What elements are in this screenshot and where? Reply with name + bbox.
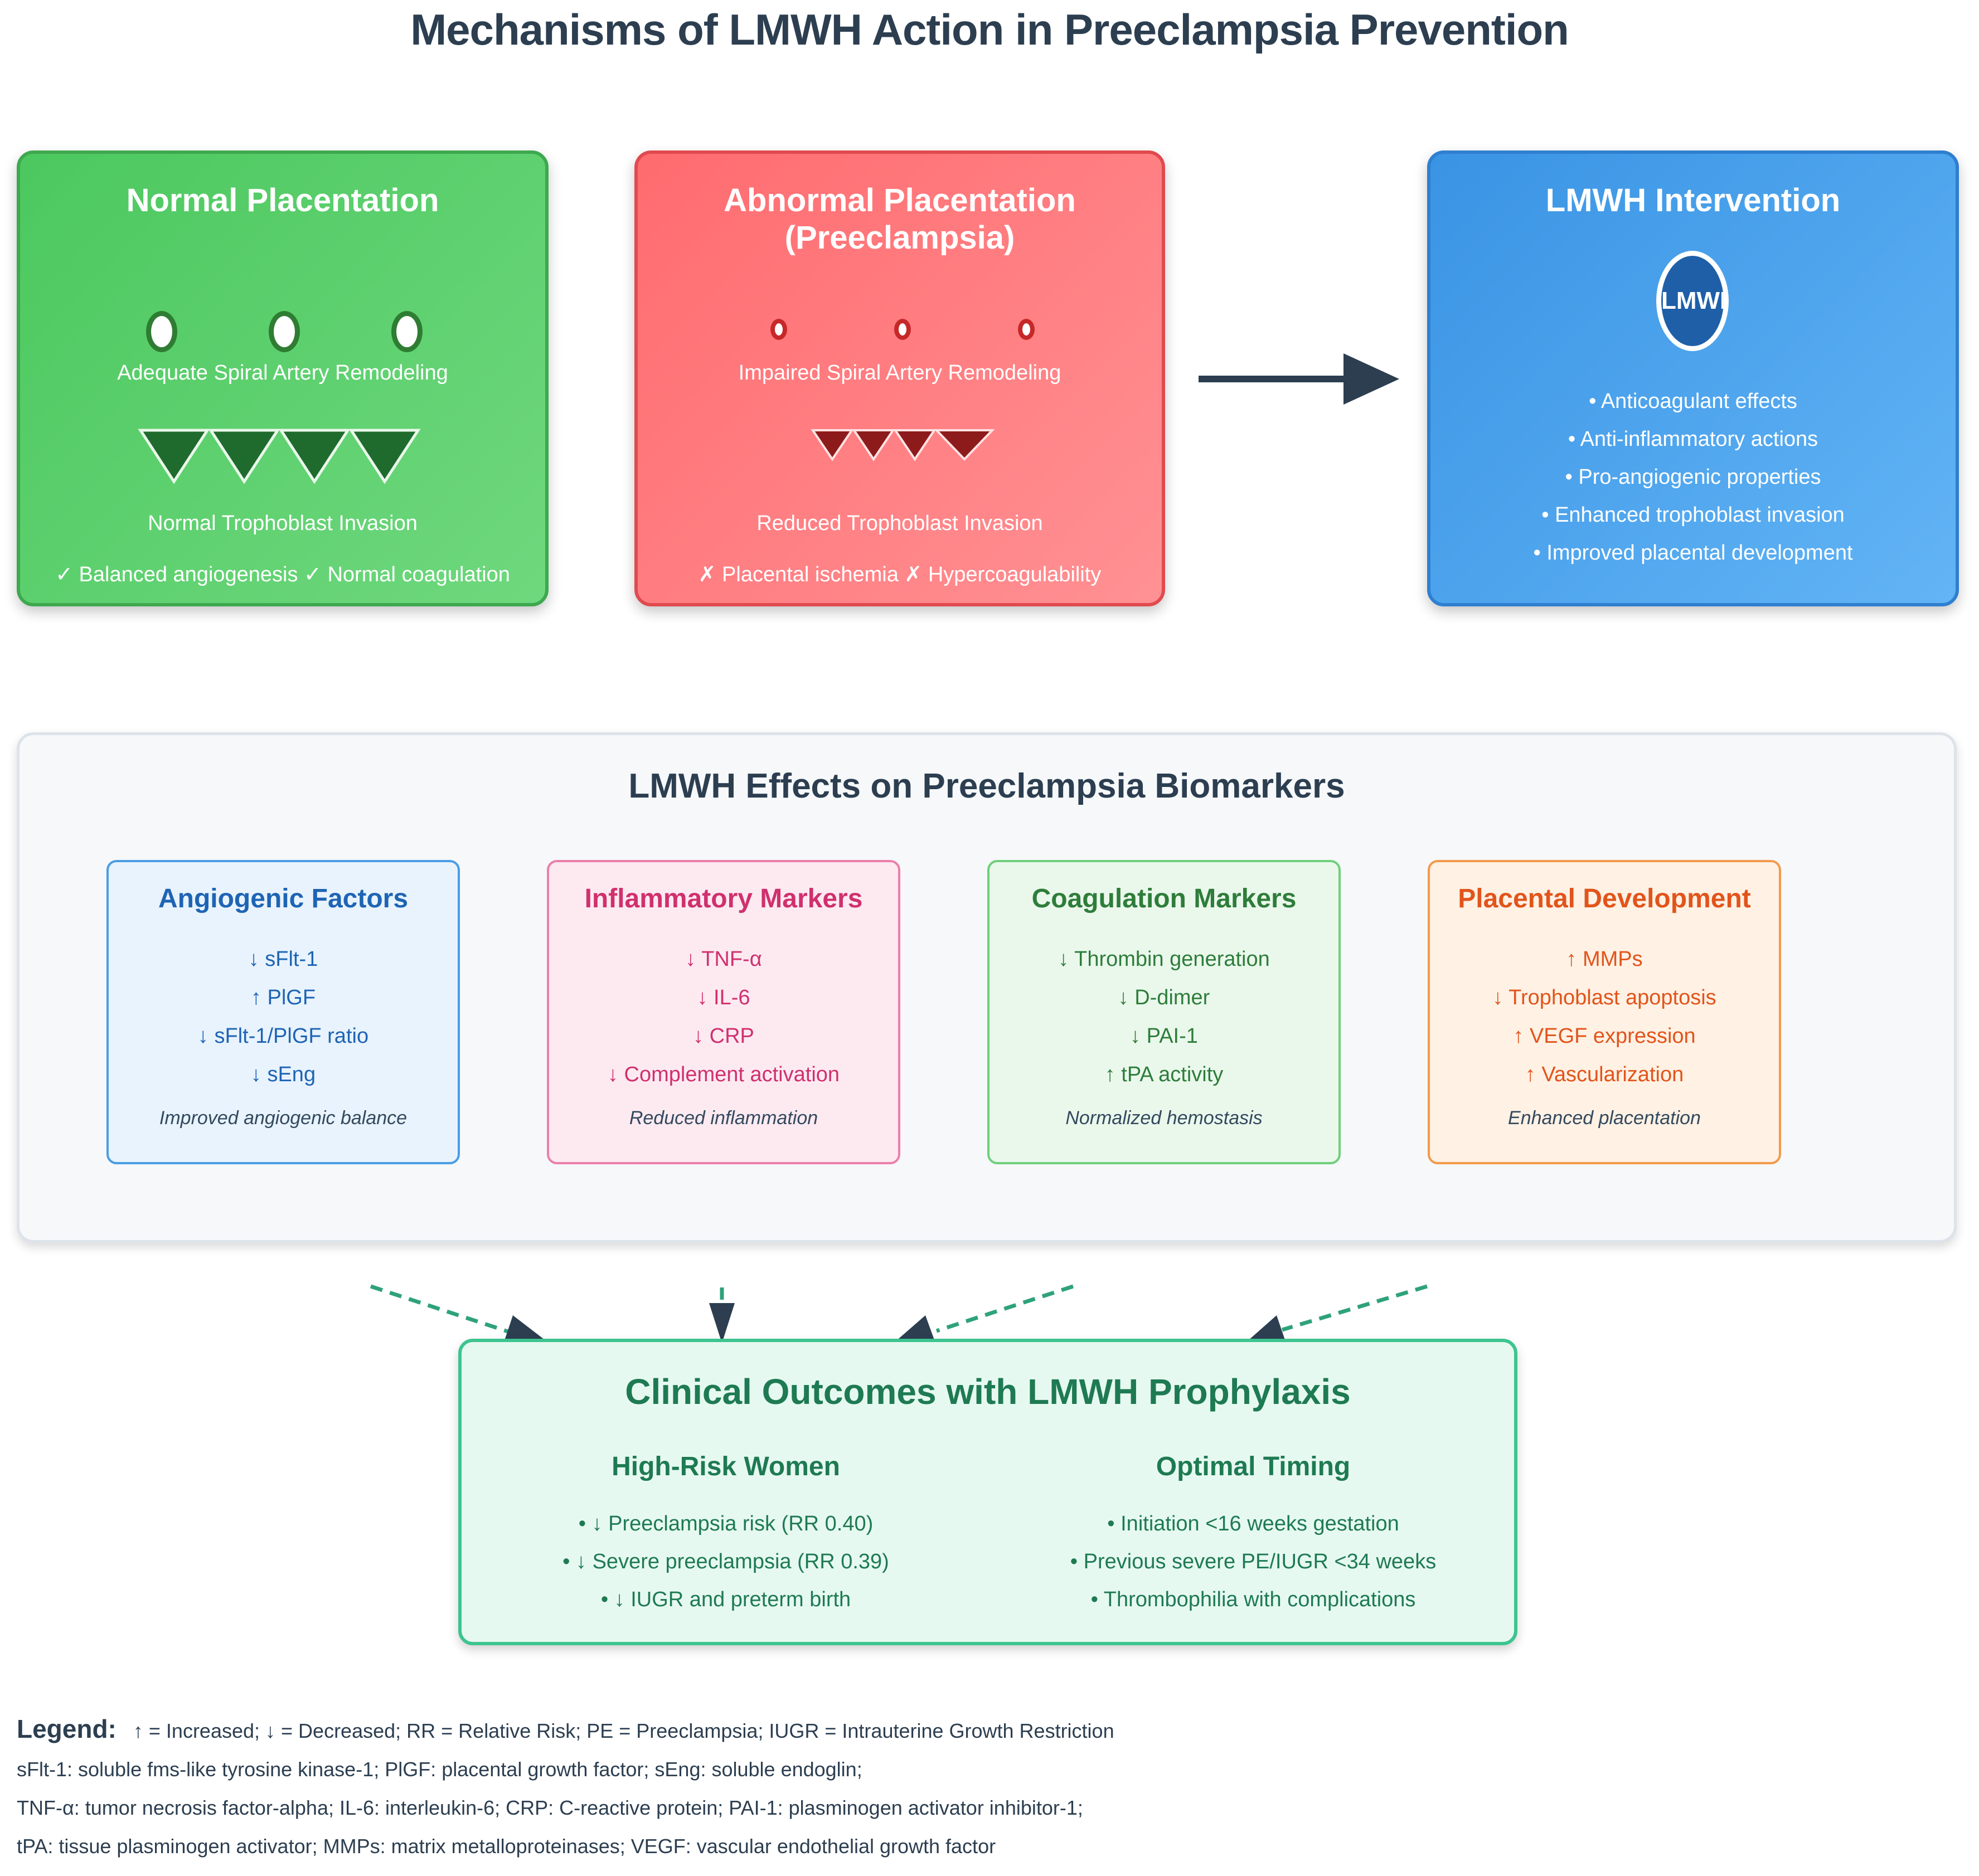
lmwh-intervention-panel: LMWH Intervention LMWH • Anticoagulant e… bbox=[1427, 150, 1959, 606]
trophoblast-invasion-icon bbox=[138, 429, 421, 484]
outcome-item: • Thrombophilia with complications bbox=[1090, 1588, 1416, 1611]
arrow-right-icon bbox=[1199, 353, 1399, 405]
spiral-artery-icon bbox=[894, 319, 911, 340]
normal-status: ✓ Balanced angiogenesis ✓ Normal coagula… bbox=[55, 563, 510, 586]
lmwh-effect-item: • Anti-inflammatory actions bbox=[1568, 427, 1818, 451]
biomarker-item: ↓ PAI-1 bbox=[1130, 1024, 1198, 1048]
lmwh-panel-title: LMWH Intervention bbox=[1545, 182, 1841, 218]
clinical-outcomes-panel: Clinical Outcomes with LMWH Prophylaxis … bbox=[458, 1339, 1517, 1645]
card-summary: Enhanced placentation bbox=[1508, 1107, 1701, 1129]
biomarker-item: ↑ Vascularization bbox=[1525, 1063, 1684, 1086]
spiral-artery-icon bbox=[146, 311, 177, 352]
biomarker-item: ↑ MMPs bbox=[1566, 947, 1643, 971]
lmwh-badge: LMWH bbox=[1656, 251, 1729, 351]
high-risk-list: • ↓ Preeclampsia risk (RR 0.40) • ↓ Seve… bbox=[514, 1505, 938, 1619]
lmwh-effect-item: • Enhanced trophoblast invasion bbox=[1541, 503, 1845, 527]
legend: Legend: ↑ = Increased; ↓ = Decreased; RR … bbox=[17, 1710, 1114, 1865]
inflammatory-markers-card: Inflammatory Markers ↓ TNF-α ↓ IL-6 ↓ CR… bbox=[547, 860, 900, 1164]
high-risk-title: High-Risk Women bbox=[612, 1452, 840, 1481]
outcome-item: • Initiation <16 weeks gestation bbox=[1107, 1512, 1399, 1535]
outcome-item: • ↓ Preeclampsia risk (RR 0.40) bbox=[578, 1512, 874, 1535]
outcome-item: • ↓ Severe preeclampsia (RR 0.39) bbox=[562, 1550, 889, 1573]
arrowhead-icon bbox=[1248, 1315, 1285, 1341]
lmwh-effect-item: • Improved placental development bbox=[1533, 541, 1853, 565]
trophoblast-invasion-icon bbox=[811, 429, 995, 461]
outcomes-title: Clinical Outcomes with LMWH Prophylaxis bbox=[625, 1372, 1351, 1412]
legend-line: ↑ = Increased; ↓ = Decreased; RR = Relat… bbox=[133, 1719, 1114, 1742]
outcome-item: • ↓ IUGR and preterm birth bbox=[600, 1588, 851, 1611]
biomarker-item: ↓ Trophoblast apoptosis bbox=[1492, 986, 1716, 1009]
optimal-timing-title: Optimal Timing bbox=[1156, 1452, 1351, 1481]
biomarker-item: ↓ Complement activation bbox=[607, 1063, 840, 1086]
normal-invasion-label: Normal Trophoblast Invasion bbox=[148, 512, 418, 535]
dashed-arrow-icon bbox=[370, 1284, 514, 1335]
card-summary: Improved angiogenic balance bbox=[159, 1107, 408, 1129]
arrowhead-icon bbox=[895, 1315, 934, 1342]
spiral-artery-icon bbox=[1018, 319, 1035, 340]
angiogenic-factors-card: Angiogenic Factors ↓ sFlt-1 ↑ PlGF ↓ sFl… bbox=[106, 860, 460, 1164]
legend-line: TNF-α: tumor necrosis factor-alpha; IL-6… bbox=[17, 1796, 1083, 1819]
biomarker-item: ↓ sFlt-1 bbox=[248, 947, 318, 971]
spiral-artery-icon bbox=[770, 319, 787, 340]
card-summary: Reduced inflammation bbox=[629, 1107, 818, 1129]
biomarker-item: ↓ D-dimer bbox=[1118, 986, 1210, 1009]
spiral-artery-icon bbox=[391, 311, 423, 352]
biomarker-item: ↓ TNF-α bbox=[685, 947, 762, 971]
optimal-timing-list: • Initiation <16 weeks gestation • Previ… bbox=[1041, 1505, 1465, 1619]
abnormal-placentation-panel: Abnormal Placentation (Preeclampsia) Imp… bbox=[634, 150, 1165, 606]
biomarker-item: ↑ PlGF bbox=[250, 986, 316, 1009]
legend-label: Legend: bbox=[17, 1714, 117, 1743]
placental-development-card: Placental Development ↑ MMPs ↓ Trophobla… bbox=[1428, 860, 1781, 1164]
card-title: Angiogenic Factors bbox=[158, 884, 409, 913]
normal-placentation-panel: Normal Placentation Adequate Spiral Arte… bbox=[17, 150, 549, 606]
card-title: Coagulation Markers bbox=[1031, 884, 1297, 913]
abnormal-panel-title: Abnormal Placentation (Preeclampsia) bbox=[724, 182, 1076, 256]
biomarker-item: ↓ IL-6 bbox=[697, 986, 750, 1009]
outcome-item: • Previous severe PE/IUGR <34 weeks bbox=[1070, 1550, 1437, 1573]
biomarker-section: LMWH Effects on Preeclampsia Biomarkers … bbox=[17, 732, 1957, 1243]
abnormal-invasion-label: Reduced Trophoblast Invasion bbox=[756, 512, 1043, 535]
arrowhead-icon bbox=[709, 1303, 735, 1343]
abnormal-artery-label: Impaired Spiral Artery Remodeling bbox=[738, 361, 1061, 385]
biomarker-item: ↑ VEGF expression bbox=[1513, 1024, 1696, 1048]
dashed-arrow-icon bbox=[935, 1284, 1074, 1333]
spiral-artery-icon bbox=[269, 311, 300, 352]
legend-line: sFlt-1: soluble fms-like tyrosine kinase… bbox=[17, 1758, 862, 1781]
arrowhead-icon bbox=[505, 1315, 549, 1343]
card-title: Placental Development bbox=[1458, 884, 1751, 913]
dashed-arrow-icon bbox=[1281, 1284, 1428, 1332]
biomarker-item: ↓ sEng bbox=[250, 1063, 316, 1086]
biomarker-item: ↑ tPA activity bbox=[1104, 1063, 1224, 1086]
biomarker-item: ↓ sFlt-1/PlGF ratio bbox=[197, 1024, 369, 1048]
normal-panel-title: Normal Placentation bbox=[126, 182, 439, 218]
lmwh-effect-item: • Pro-angiogenic properties bbox=[1565, 465, 1821, 489]
page-title: Mechanisms of LMWH Action in Preeclampsi… bbox=[410, 5, 1569, 54]
biomarker-item: ↓ Thrombin generation bbox=[1058, 947, 1270, 971]
coagulation-markers-card: Coagulation Markers ↓ Thrombin generatio… bbox=[987, 860, 1341, 1164]
lmwh-effect-item: • Anticoagulant effects bbox=[1589, 390, 1797, 413]
lmwh-effects-list: • Anticoagulant effects • Anti-inflammat… bbox=[1430, 382, 1956, 572]
abnormal-status: ✗ Placental ischemia ✗ Hypercoagulabilit… bbox=[698, 563, 1102, 586]
biomarker-item: ↓ CRP bbox=[693, 1024, 754, 1048]
normal-artery-label: Adequate Spiral Artery Remodeling bbox=[117, 361, 448, 385]
converging-arrows bbox=[370, 1284, 1428, 1343]
legend-line: tPA: tissue plasminogen activator; MMPs:… bbox=[17, 1835, 996, 1858]
card-summary: Normalized hemostasis bbox=[1065, 1107, 1263, 1129]
biomarker-section-title: LMWH Effects on Preeclampsia Biomarkers bbox=[628, 767, 1345, 805]
card-title: Inflammatory Markers bbox=[584, 884, 863, 913]
